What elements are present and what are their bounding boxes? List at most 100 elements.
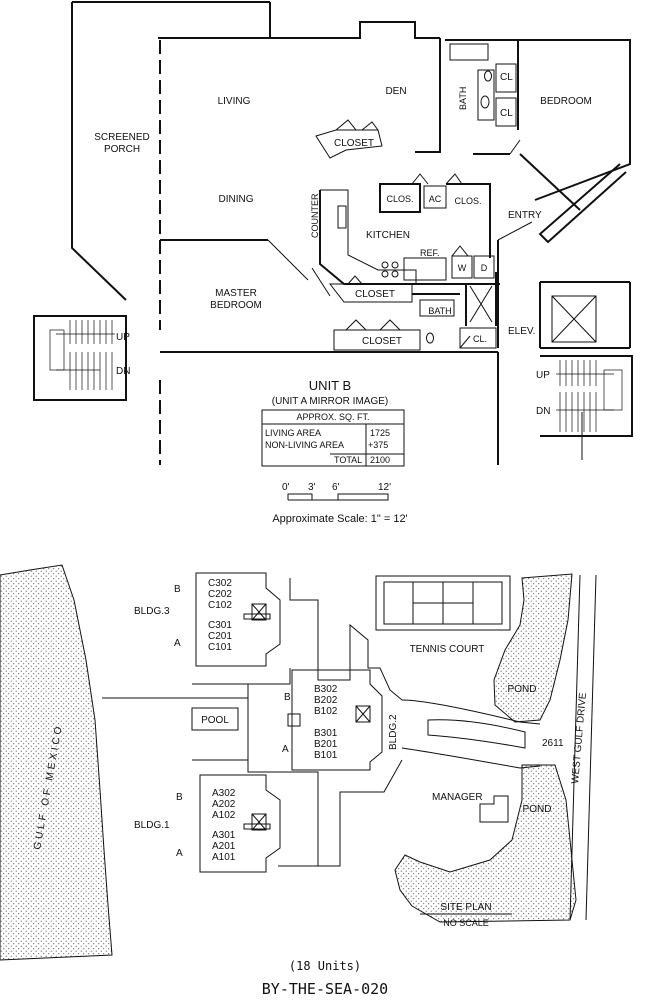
bldg3-c302: C302 [208, 578, 232, 589]
label-kitchen: KITCHEN [366, 230, 410, 241]
stair-left-treads [49, 320, 115, 390]
cooktop-2 [391, 261, 399, 269]
bldg1-a202: A202 [212, 799, 236, 810]
row-total-value: 2100 [370, 455, 390, 465]
label-bedroom: BEDROOM [540, 96, 592, 107]
dryer-box [473, 255, 495, 279]
label-dryer: D [481, 263, 488, 273]
label-ref: REF. [420, 248, 440, 258]
master-bath-tub [419, 299, 455, 317]
master-closet-2 [333, 329, 421, 351]
pond-upper [493, 573, 573, 723]
scale-tick-3: 3' [308, 482, 316, 493]
master-cl-door [459, 335, 471, 349]
scale-bar-shape [287, 493, 389, 501]
pond-lower [394, 764, 577, 923]
bldg1-b: B [176, 792, 183, 803]
stair-left-up: UP [116, 332, 130, 343]
label-cl-2: CL [500, 108, 513, 119]
label-closet-master-2: CLOSET [362, 336, 402, 347]
wall-porch-left [71, 2, 127, 301]
bldg3-a: A [174, 638, 181, 649]
washer-box [451, 255, 473, 279]
bldg2-b201: B201 [314, 739, 338, 750]
bldg2-b301: B301 [314, 728, 338, 739]
unit-info: UNIT B (UNIT A MIRROR IMAGE) APPROX. SQ.… [261, 378, 405, 467]
gulf-of-mexico-area [0, 564, 113, 961]
bldg3-c102: C102 [208, 600, 232, 611]
bldg3-c101: C101 [208, 642, 232, 653]
scale-bar: 0' 3' 6' 12' Approximate Scale: 1" = 12' [272, 482, 407, 525]
bldg2-b102: B102 [314, 706, 338, 717]
tennis-label: TENNIS COURT [410, 644, 485, 655]
path-bldg3-connector [192, 668, 291, 685]
path-network-top [289, 578, 403, 701]
row-living-label: LIVING AREA [265, 428, 321, 438]
cooktop-4 [391, 270, 399, 278]
bldg2-b: B [284, 692, 291, 703]
elevator-car [551, 295, 597, 343]
bldg2-b202: B202 [314, 695, 338, 706]
entry-door [497, 221, 533, 241]
scale-tick-0: 0' [282, 482, 290, 493]
site-plan: GULF OF MEXICO WEST GULF DRIVE 2611 TENN… [0, 564, 597, 961]
bath-toilet [480, 95, 490, 109]
bldg2-a: A [282, 744, 289, 755]
stair-left-box [33, 315, 127, 401]
label-master-bedroom: BEDROOM [210, 300, 262, 311]
path-network-loop [247, 684, 403, 867]
wall-clos-row [379, 183, 421, 213]
manager-label: MANAGER [432, 792, 483, 803]
cl-box-1 [495, 63, 517, 93]
label-porch: PORCH [104, 144, 140, 155]
counter-sink [337, 205, 347, 229]
bldg1-a302: A302 [212, 788, 236, 799]
bldg3-c202: C202 [208, 589, 232, 600]
label-counter: COUNTER [310, 193, 320, 238]
unit-subtitle: (UNIT A MIRROR IMAGE) [272, 396, 389, 407]
den-closet-doors [335, 119, 379, 131]
laundry-chase-x [469, 285, 493, 323]
sqft-header: APPROX. SQ. FT. [296, 412, 369, 422]
label-cl-1: CL [500, 72, 513, 83]
tub [449, 43, 489, 61]
cooktop-1 [381, 261, 389, 269]
floor-plan: SCREENED PORCH LIVING DEN BATH CL CL BED… [33, 1, 633, 465]
wall-clos-right [446, 183, 491, 258]
wall-bedroom-diag [538, 163, 627, 244]
bldg2-b302: B302 [314, 684, 338, 695]
label-washer: W [458, 263, 467, 273]
master-door-swing [267, 239, 309, 281]
bldg2-b101: B101 [314, 750, 338, 761]
road-edge-1 [569, 574, 581, 921]
pool [191, 707, 239, 731]
label-bath-master: BATH [428, 306, 451, 316]
master-closet-1 [328, 283, 413, 303]
bldg1-a301: A301 [212, 830, 236, 841]
master-bath-toilet [426, 332, 434, 344]
label-master: MASTER [215, 288, 257, 299]
row-nonliving-label: NON-LIVING AREA [265, 440, 344, 450]
pond-2-label: POND [523, 804, 552, 815]
bldg3-name: BLDG.3 [134, 606, 170, 617]
label-bath-top: BATH [458, 87, 468, 110]
bldg3-c301: C301 [208, 620, 232, 631]
ref-box [403, 257, 447, 281]
wall-bedroom-lower [473, 153, 581, 211]
clos-doors [411, 173, 463, 185]
bldg2-outline [291, 669, 383, 771]
bldg3-c201: C201 [208, 631, 232, 642]
wall-top-living [158, 21, 440, 39]
master-closet-1-doors [347, 275, 363, 285]
scale-caption: Approximate Scale: 1" = 12' [272, 513, 407, 525]
label-den: DEN [385, 86, 406, 97]
label-closet-den: CLOSET [334, 138, 374, 149]
bldg1-outline [199, 774, 281, 873]
label-entry: ENTRY [508, 210, 542, 221]
bldg1-name: BLDG.1 [134, 820, 170, 831]
sqft-table [261, 409, 405, 467]
wall-elevator-shaft [465, 272, 497, 326]
drive-upper [401, 699, 541, 725]
wall-kitchen-upper [319, 190, 500, 285]
cl-box-2 [495, 97, 517, 127]
